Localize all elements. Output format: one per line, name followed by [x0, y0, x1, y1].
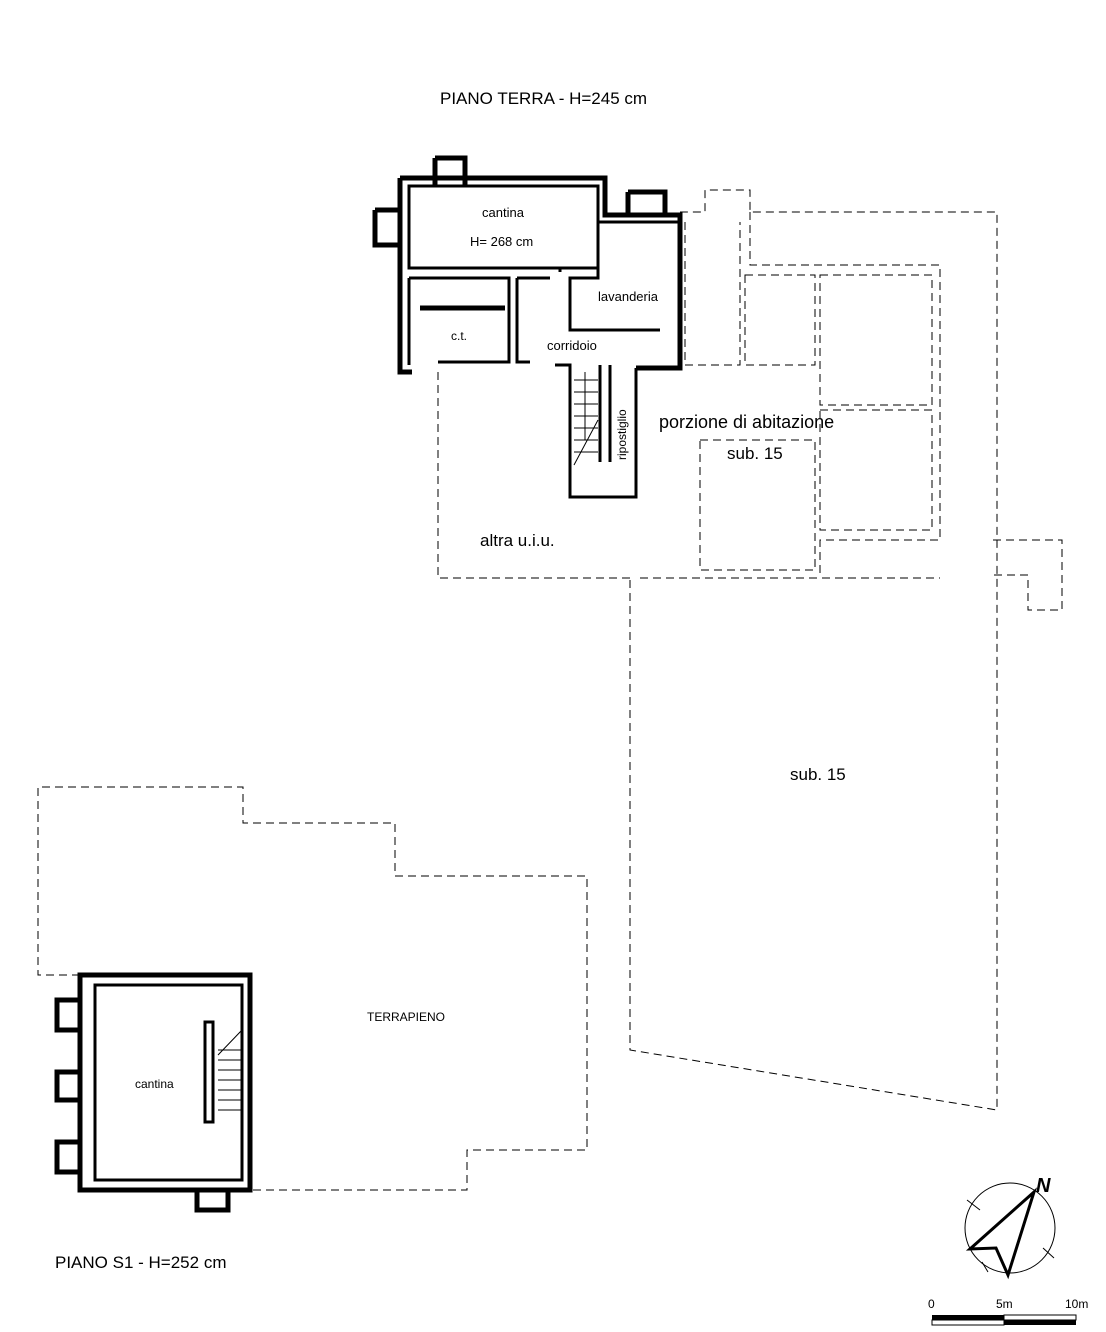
ground-floor-title: PIANO TERRA - H=245 cm: [440, 89, 647, 108]
room-label-porzione-sub: sub. 15: [727, 444, 783, 463]
room-label-corridoio: corridoio: [547, 338, 597, 353]
ground-floor-dashed-outlines: [437, 189, 1063, 1111]
room-label-ct: c.t.: [451, 329, 467, 343]
scale-label-10m: 10m: [1065, 1297, 1088, 1311]
staircase-icon: [217, 1029, 243, 1111]
room-label-garden-sub: sub. 15: [790, 765, 846, 784]
north-arrow-icon: N: [964, 1175, 1056, 1280]
scale-bar: 0 5m 10m: [928, 1297, 1088, 1326]
room-label-ripostiglio: ripostiglio: [615, 409, 629, 460]
label-terrapieno: TERRAPIENO: [367, 1010, 445, 1024]
basement-title: PIANO S1 - H=252 cm: [55, 1253, 226, 1272]
room-label-altra: altra u.i.u.: [480, 531, 555, 550]
room-label-cantina: cantina: [482, 205, 525, 220]
basement-plan: cantina TERRAPIENO: [37, 786, 588, 1213]
north-label: N: [1036, 1175, 1051, 1197]
ground-floor-labels: cantina H= 268 cm lavanderia c.t. corrid…: [451, 205, 846, 784]
scale-label-5m: 5m: [996, 1297, 1013, 1311]
room-label-lavanderia: lavanderia: [598, 289, 659, 304]
room-height-cantina: H= 268 cm: [470, 234, 533, 249]
ground-floor-walls: [372, 155, 683, 499]
staircase-icon: [573, 372, 599, 466]
room-label-porzione: porzione di abitazione: [659, 412, 834, 432]
room-label-basement-cantina: cantina: [135, 1077, 174, 1091]
scale-label-0: 0: [928, 1297, 935, 1311]
